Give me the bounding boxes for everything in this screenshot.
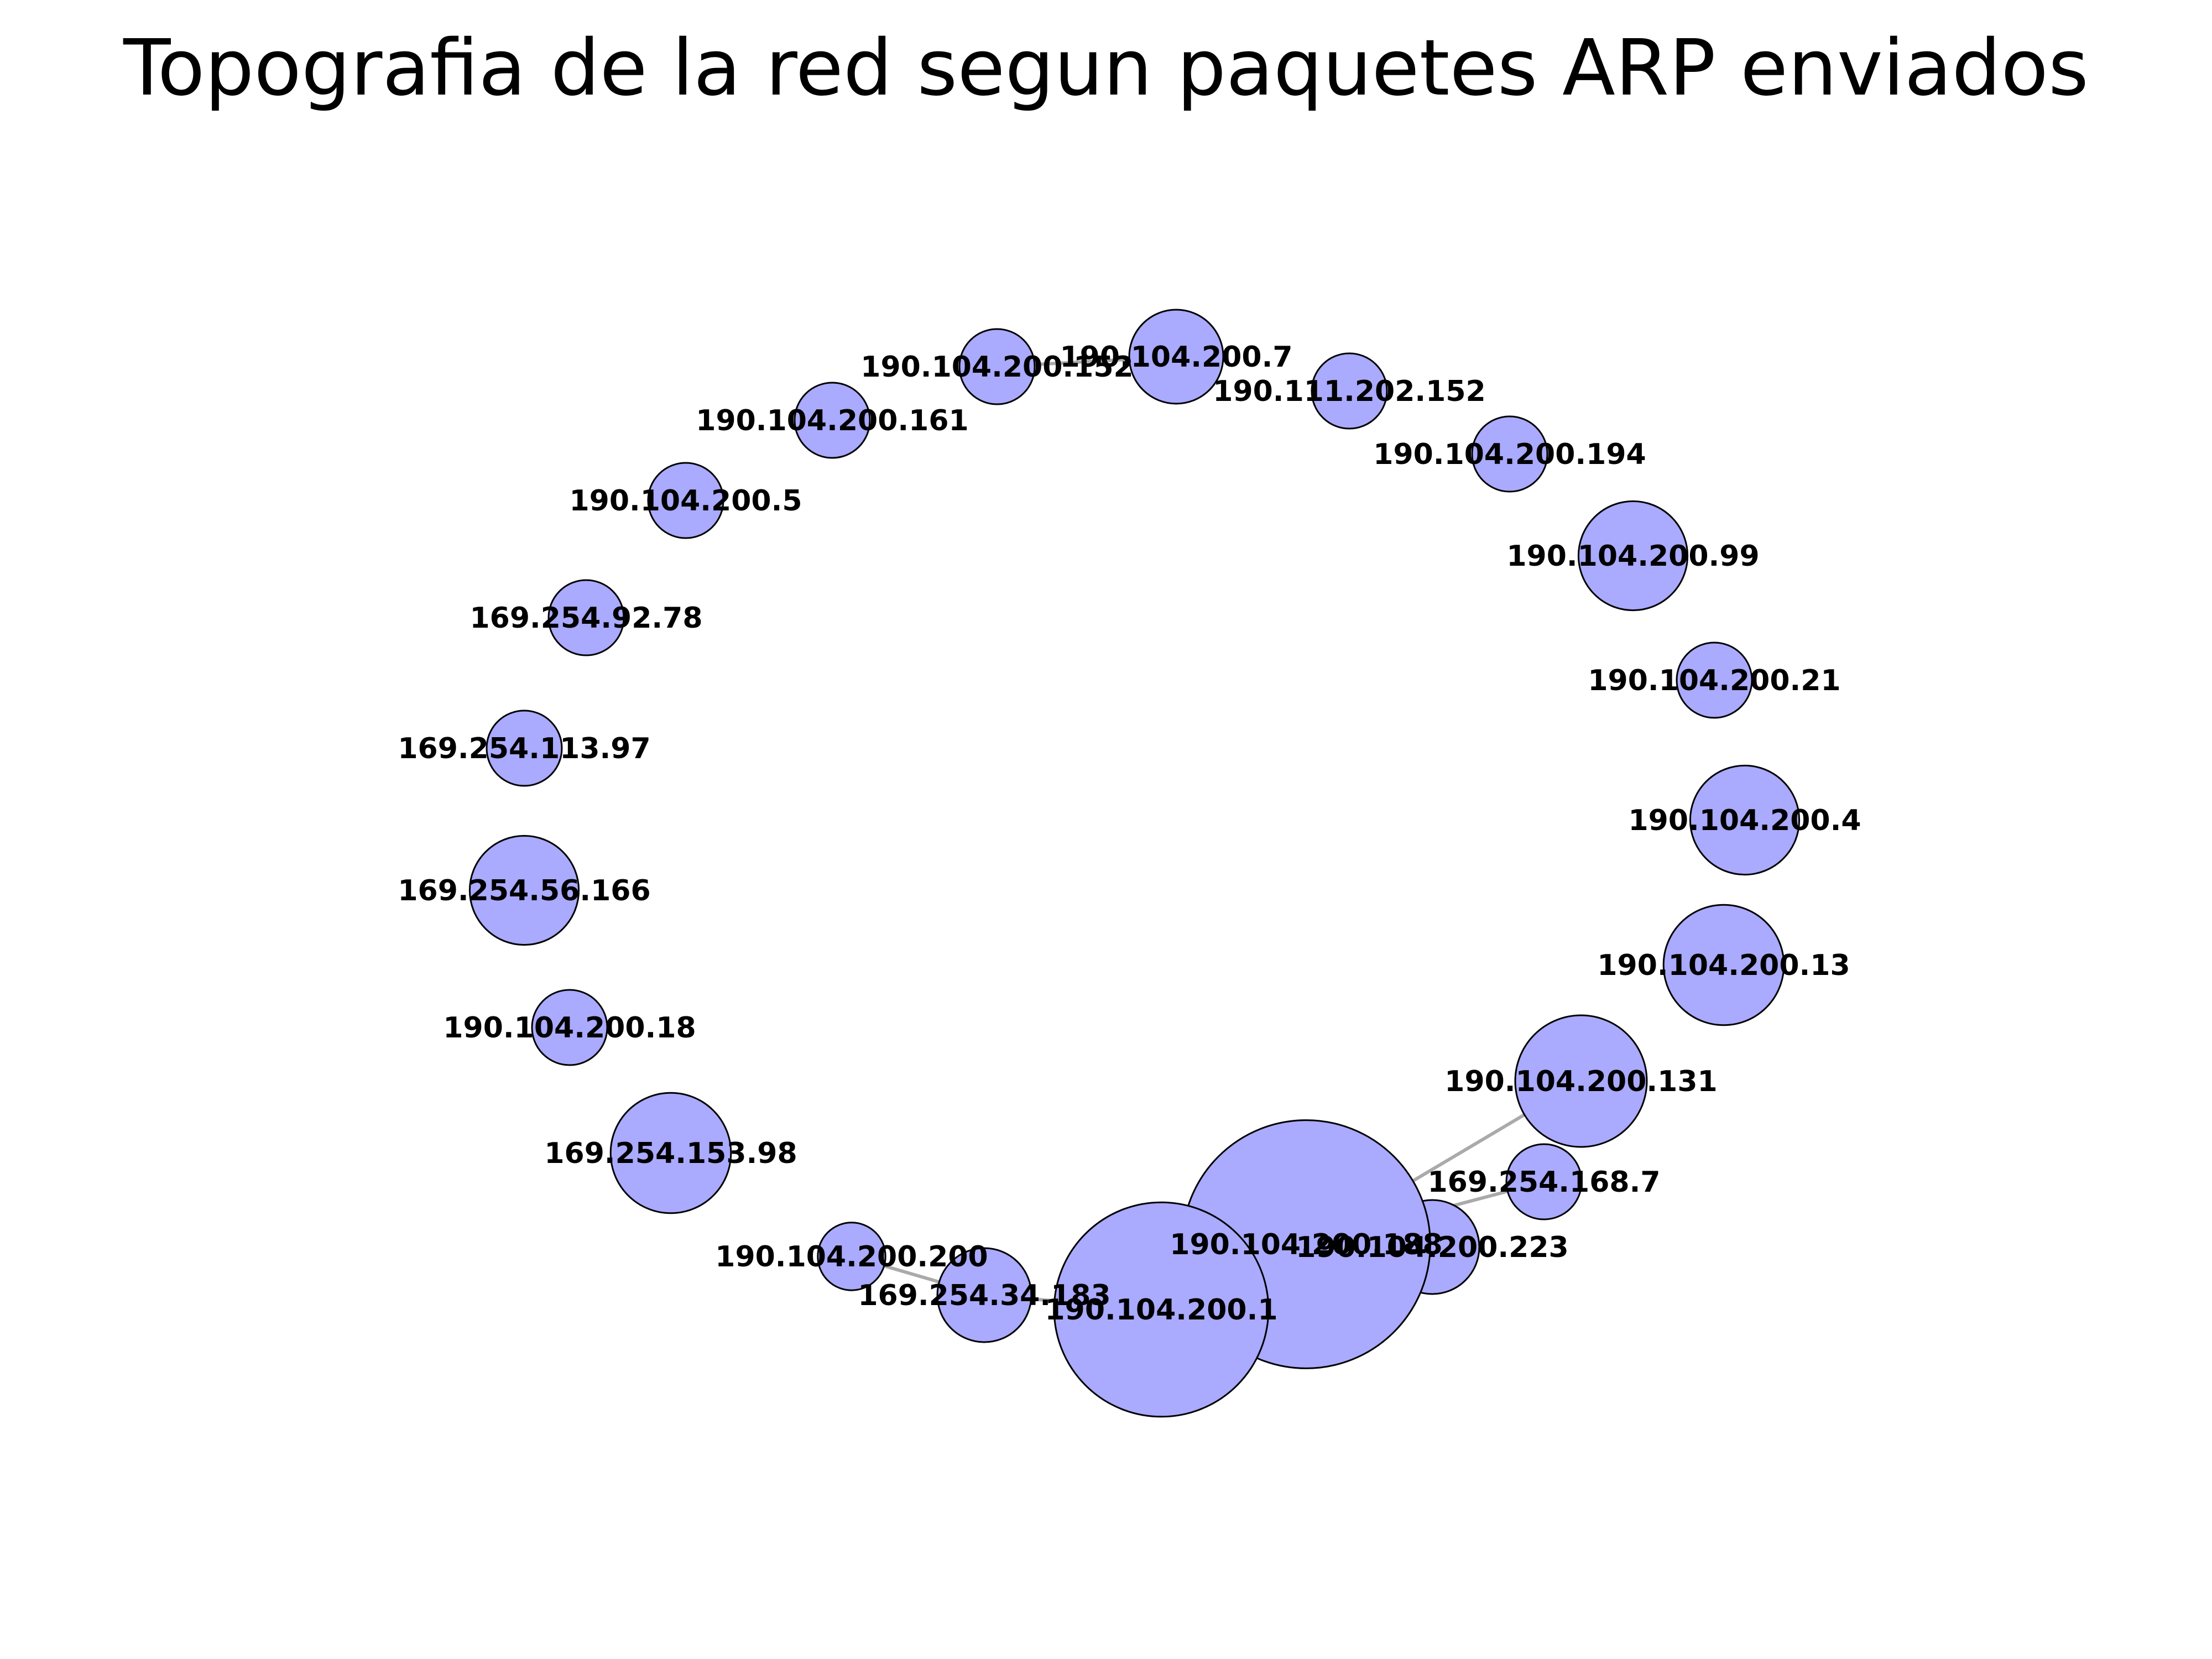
node-169.254.168.7	[1505, 1143, 1583, 1220]
node-190.104.200.7	[1128, 309, 1224, 405]
labels-layer: 190.104.200.152190.104.200.7190.111.202.…	[398, 341, 1861, 1327]
node-190.104.200.4	[1689, 764, 1801, 876]
node-label-190.104.200.4: 190.104.200.4	[1628, 804, 1861, 837]
node-label-190.104.200.131: 190.104.200.131	[1444, 1065, 1717, 1098]
node-label-169.254.153.98: 169.254.153.98	[544, 1137, 797, 1170]
node-190.104.200.1	[1053, 1201, 1270, 1418]
node-label-169.254.56.166: 169.254.56.166	[398, 874, 650, 907]
node-190.104.200.161	[794, 382, 871, 459]
node-label-190.104.200.18: 190.104.200.18	[443, 1011, 696, 1045]
node-169.254.153.98	[609, 1092, 732, 1214]
node-169.254.56.166	[468, 834, 580, 946]
node-label-190.104.200.21: 190.104.200.21	[1588, 664, 1840, 697]
node-label-169.254.34.183: 169.254.34.183	[858, 1279, 1110, 1312]
node-label-190.104.200.99: 190.104.200.99	[1506, 540, 1759, 573]
node-190.104.200.194	[1471, 415, 1548, 493]
node-label-169.254.113.97: 169.254.113.97	[398, 732, 650, 765]
node-label-190.104.200.152: 190.104.200.152	[860, 351, 1133, 384]
node-190.104.200.13	[1662, 904, 1785, 1026]
node-label-169.254.92.78: 169.254.92.78	[469, 602, 702, 635]
node-label-190.111.202.152: 190.111.202.152	[1213, 375, 1485, 408]
node-190.104.200.18	[531, 989, 608, 1066]
node-190.104.200.200	[817, 1222, 886, 1291]
node-169.254.92.78	[547, 579, 625, 656]
node-label-190.104.200.188: 190.104.200.188	[1170, 1228, 1442, 1261]
node-190.104.200.5	[647, 462, 724, 539]
node-190.104.200.21	[1676, 641, 1753, 719]
node-label-190.104.200.200: 190.104.200.200	[715, 1240, 988, 1274]
node-label-190.104.200.223: 190.104.200.223	[1296, 1231, 1568, 1264]
node-169.254.34.183	[936, 1247, 1032, 1343]
node-190.111.202.152	[1311, 352, 1388, 430]
nodes-layer	[468, 309, 1801, 1418]
node-label-190.104.200.5: 190.104.200.5	[569, 484, 802, 518]
node-label-190.104.200.7: 190.104.200.7	[1060, 341, 1292, 374]
node-label-190.104.200.161: 190.104.200.161	[696, 404, 968, 437]
node-label-190.104.200.1: 190.104.200.1	[1045, 1293, 1277, 1327]
node-label-169.254.168.7: 169.254.168.7	[1427, 1166, 1660, 1199]
figure-title: Topografia de la red segun paquetes ARP …	[123, 23, 2089, 113]
node-190.104.200.131	[1514, 1014, 1648, 1148]
node-label-190.104.200.194: 190.104.200.194	[1373, 438, 1646, 471]
node-190.104.200.152	[958, 328, 1036, 405]
node-190.104.200.99	[1577, 500, 1689, 612]
node-169.254.113.97	[486, 709, 563, 787]
node-label-190.104.200.13: 190.104.200.13	[1597, 949, 1850, 982]
